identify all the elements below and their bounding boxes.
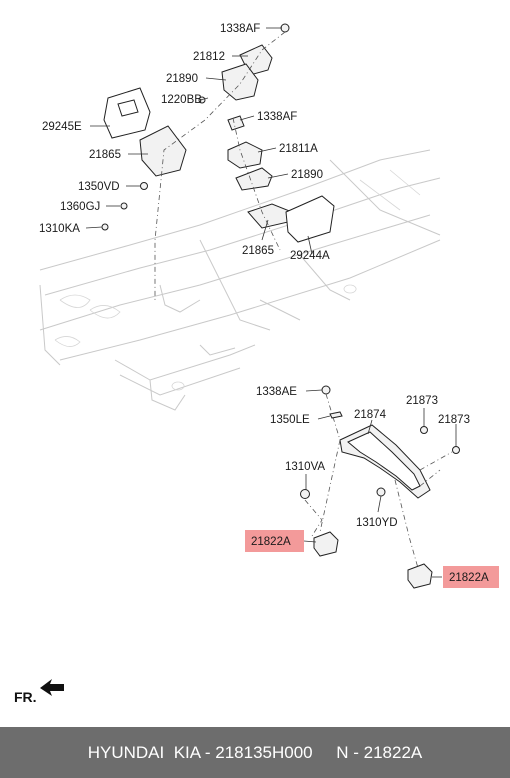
label-29245E: 29245E — [42, 121, 82, 133]
label-21811A: 21811A — [279, 143, 318, 155]
label-21873-a: 21873 — [406, 395, 438, 407]
label-21890-left: 21890 — [166, 73, 198, 85]
label-21890-right: 21890 — [291, 169, 323, 181]
label-1220BB: 1220BB — [161, 94, 202, 106]
label-21874: 21874 — [354, 409, 387, 421]
highlight-left — [245, 530, 304, 552]
label-1338AF-mid: 1338AF — [257, 111, 297, 123]
crossmember-assembly — [300, 385, 460, 589]
upper-right-mount-assembly — [227, 115, 335, 251]
front-direction-label: FR. — [14, 689, 37, 705]
label-1350VD: 1350VD — [78, 181, 120, 193]
highlight-right — [443, 566, 499, 588]
upper-left-mount-assembly — [101, 23, 290, 300]
label-1338AF-top: 1338AF — [220, 23, 260, 35]
parts-diagram: 1338AF 21812 21890 1220BB 29245E 21865 1… — [39, 23, 499, 696]
label-21822A-right: 21822A — [449, 572, 489, 584]
label-29244A: 29244A — [290, 250, 330, 262]
footer-part-number-bar: HYUNDAI KIA - 218135H000 N - 21822A — [0, 727, 510, 778]
footer-text: HYUNDAI KIA - 218135H000 N - 21822A — [87, 742, 423, 762]
label-1310VA: 1310VA — [285, 461, 325, 473]
label-1310KA: 1310KA — [39, 223, 80, 235]
label-1360GJ: 1360GJ — [60, 201, 100, 213]
chassis-frame — [39, 149, 441, 411]
label-1350LE: 1350LE — [270, 414, 310, 426]
label-1310YD: 1310YD — [356, 517, 398, 529]
label-1338AE: 1338AE — [256, 386, 297, 398]
label-21865-right: 21865 — [242, 245, 274, 257]
leader-lines — [85, 27, 457, 578]
label-21812: 21812 — [193, 51, 225, 63]
label-21873-b: 21873 — [438, 414, 470, 426]
label-21822A-left: 21822A — [251, 536, 291, 548]
label-21865-left: 21865 — [89, 149, 121, 161]
front-arrow-icon — [40, 679, 64, 696]
